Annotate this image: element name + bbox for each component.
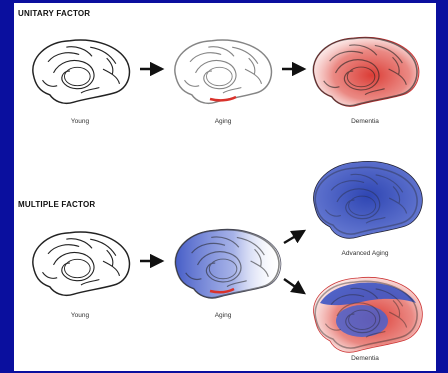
multiple-arrow-up bbox=[284, 231, 304, 243]
multiple-dementia-label: Dementia bbox=[320, 355, 410, 362]
unitary-young-brain bbox=[33, 40, 130, 103]
multiple-aging-label: Aging bbox=[178, 312, 268, 319]
unitary-young-label: Young bbox=[35, 118, 125, 125]
unitary-aging-red-spot bbox=[210, 97, 236, 100]
multiple-aging-brain bbox=[175, 229, 281, 298]
unitary-aging-label: Aging bbox=[178, 118, 268, 125]
multiple-young-label: Young bbox=[35, 312, 125, 319]
unitary-aging-brain bbox=[175, 40, 272, 103]
unitary-dementia-label: Dementia bbox=[320, 118, 410, 125]
multiple-advanced-aging-brain bbox=[313, 161, 422, 238]
unitary-dementia-brain bbox=[313, 37, 419, 106]
figure-panel: UNITARY FACTOR MULTIPLE FACTOR bbox=[14, 3, 436, 371]
multiple-dementia-brain bbox=[313, 277, 422, 352]
multiple-young-brain bbox=[33, 232, 130, 295]
multiple-advanced-aging-label: Advanced Aging bbox=[320, 250, 410, 257]
multiple-arrow-down bbox=[284, 279, 304, 293]
